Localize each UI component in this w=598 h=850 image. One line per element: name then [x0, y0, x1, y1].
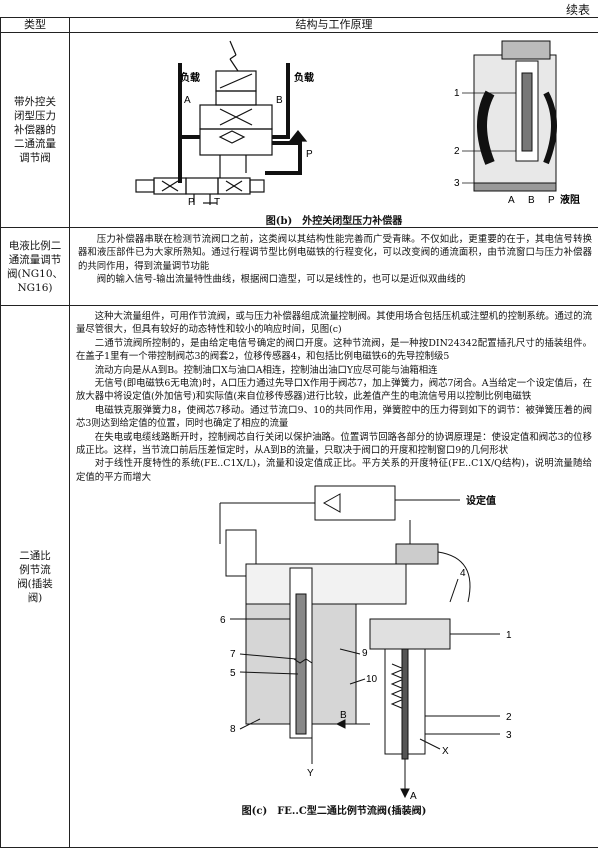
type-label: 带外控关闭型压力补偿器的二通流量调节阀	[14, 96, 56, 164]
content-column-header: 结构与工作原理	[69, 17, 598, 33]
label-Y: Y	[307, 768, 314, 779]
label-B: B	[340, 710, 347, 721]
type-cell: 电液比例二通流量调节阀(NG10、NG16)	[0, 227, 70, 306]
type-column-header: 类型	[0, 17, 70, 33]
label-5: 5	[230, 668, 236, 679]
label-10: 10	[366, 674, 378, 685]
paragraph: 电磁铁克服弹簧力8，使阀芯7移动。通过节流口9、10的共同作用，弹簧腔中的压力得…	[76, 404, 592, 430]
content-cell: 压力补偿器串联在检测节流阀口之前，这类阀以其结构性能完善而广受青睐。不仅如此，更…	[69, 227, 598, 306]
continued-label: 续表	[565, 3, 590, 17]
figure-b-schematic	[135, 40, 308, 205]
label-9: 9	[362, 648, 368, 659]
label-T: T	[214, 197, 220, 208]
label-X: X	[442, 746, 449, 757]
figure-b: 负载 负载 A B P P T	[135, 40, 580, 208]
type-cell: 带外控关闭型压力补偿器的二通流量调节阀	[0, 32, 70, 228]
figure-b-caption: 图(b) 外控关闭型压力补偿器	[265, 216, 403, 227]
paragraph: 在失电或电缆线路断开时，控制阀芯自行关闭以保护油路。位置调节回路各部分的协调原理…	[76, 431, 592, 457]
label-A: A	[184, 95, 191, 106]
paragraph: 流动方向是从A到B。控制油口X与油口A相连，控制油出油口Y应尽可能与油箱相连	[94, 364, 438, 376]
paragraph: 无信号(即电磁铁6无电流)时，A口压力通过先导口X作用于阀芯7，加上弹簧力，阀芯…	[76, 378, 592, 403]
label-liquid-resist: 液阻	[560, 193, 580, 206]
figure-c-caption: 图(c) FE..C型二通比例节流阀(插装阀)	[241, 806, 427, 818]
label-2: 2	[454, 146, 460, 157]
label-1: 1	[506, 630, 512, 641]
label-P2: P	[548, 195, 555, 206]
label-2: 2	[506, 712, 512, 723]
label-P: P	[306, 149, 313, 160]
label-4: 4	[460, 568, 466, 579]
figure-c: 设定值 1 2 3 4 5 6 7 8 9 10 Y X A B	[219, 485, 512, 802]
table-row: 二通比例节流阀(插装阀) 这种大流量组件，可用作节流阀，或与压力补偿器组成流量控…	[0, 305, 598, 848]
paragraph: 二通节流阀所控制的，是由给定电信号确定的阀口开度。这种节流阀，是一种按DIN24…	[76, 337, 592, 363]
content-cell: 这种大流量组件，可用作节流阀，或与压力补偿器组成流量控制阀。其使用场合包括压机或…	[69, 305, 598, 848]
table-head-row: 类型 结构与工作原理	[0, 17, 598, 33]
label-P-bottom: P	[188, 197, 195, 208]
type-label: 二通比例节流阀(插装阀)	[17, 549, 53, 604]
main-table: 类型 结构与工作原理 带外控关闭型压力补偿器的二通流量调节阀	[0, 17, 598, 848]
label-load-right: 负载	[294, 71, 314, 84]
label-8: 8	[230, 724, 236, 735]
figure-b-section	[473, 40, 557, 192]
label-setpoint: 设定值	[466, 494, 496, 507]
label-6: 6	[220, 615, 226, 626]
type-cell: 二通比例节流阀(插装阀)	[0, 305, 70, 848]
paragraph: 阀的输入信号-输出流量特性曲线，根据阀口造型，可以是线性的，也可以是近似双曲线的	[96, 274, 466, 286]
label-A2: A	[508, 195, 515, 206]
label-3: 3	[454, 178, 460, 189]
label-7: 7	[230, 649, 236, 660]
label-B: B	[276, 95, 283, 106]
label-B2: B	[528, 195, 535, 206]
paragraph: 对于线性开度特性的系统(FE..C1X/L)，流量和设定值成正比。平方关系的开度…	[76, 458, 592, 483]
table-row: 电液比例二通流量调节阀(NG10、NG16) 压力补偿器串联在检测节流阀口之前，…	[0, 227, 598, 306]
table-row: 带外控关闭型压力补偿器的二通流量调节阀	[0, 32, 598, 228]
label-1: 1	[454, 88, 460, 99]
content-cell: 负载 负载 A B P P T	[69, 32, 598, 228]
paragraph: 压力补偿器串联在检测节流阀口之前，这类阀以其结构性能完善而广受青睐。不仅如此，更…	[78, 234, 592, 272]
paragraph: 这种大流量组件，可用作节流阀，或与压力补偿器组成流量控制阀。其使用场合包括压机或…	[76, 311, 592, 336]
label-A: A	[410, 791, 417, 802]
type-label: 电液比例二通流量调节阀(NG10、NG16)	[6, 239, 64, 294]
label-load-left: 负载	[180, 71, 200, 84]
label-3: 3	[506, 730, 512, 741]
